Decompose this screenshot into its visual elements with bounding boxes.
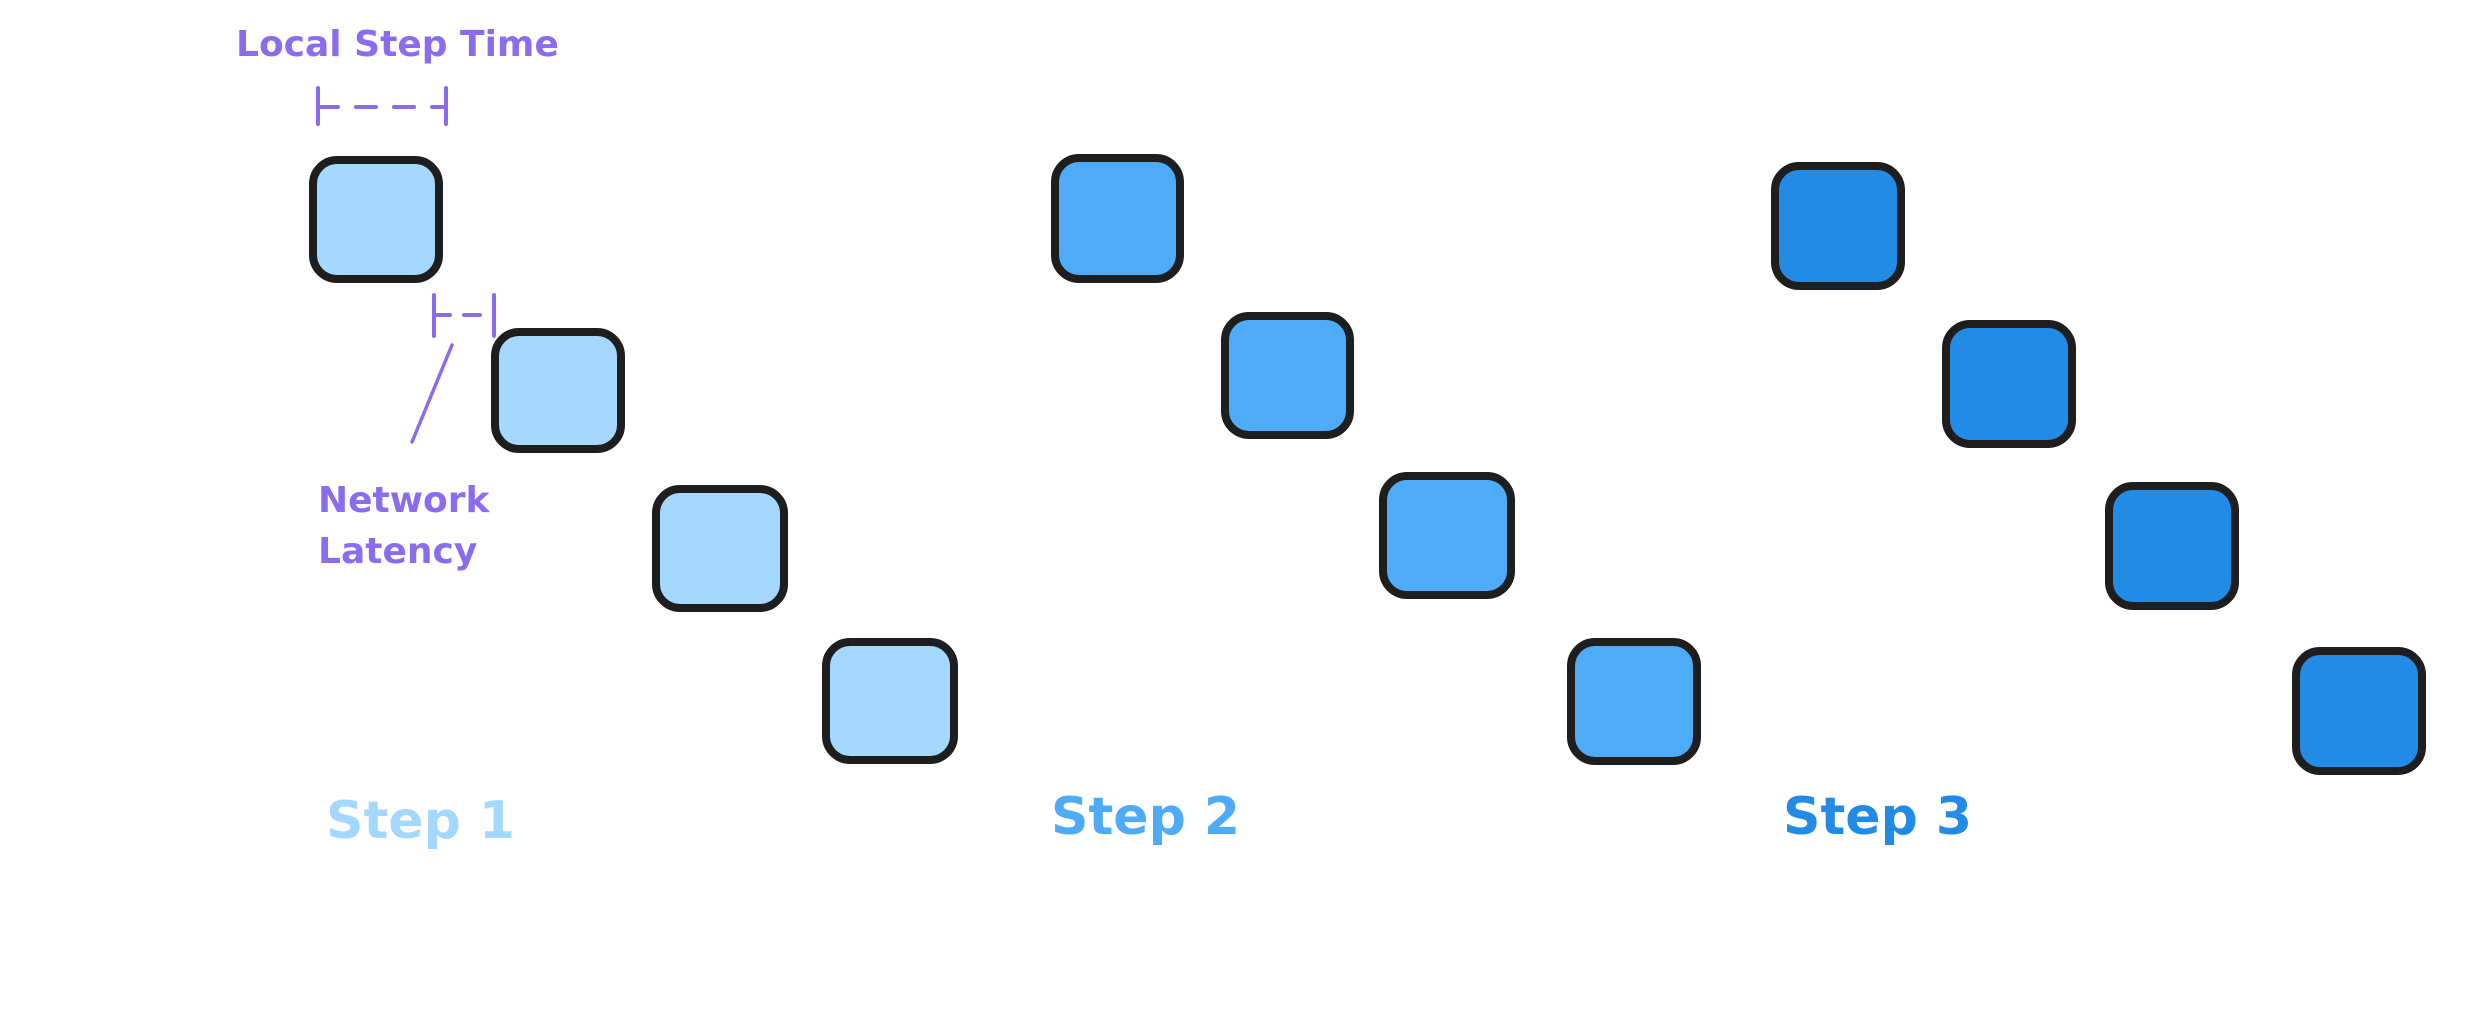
network-latency-label-line1: Network xyxy=(318,480,490,521)
step-1-block-1 xyxy=(309,156,443,283)
step-3-block-3 xyxy=(2105,482,2239,610)
step-1-label: Step 1 xyxy=(326,791,515,851)
local-step-time-marker xyxy=(316,86,448,126)
step-2-blocks xyxy=(1051,154,1701,765)
network-latency-label-line2: Latency xyxy=(318,531,477,572)
step-1-block-2 xyxy=(491,328,625,453)
network-latency-marker xyxy=(410,293,496,444)
step-2-block-4 xyxy=(1567,638,1701,765)
step-3-label: Step 3 xyxy=(1783,787,1972,847)
step-2-label: Step 2 xyxy=(1051,787,1240,847)
step-2-block-2 xyxy=(1221,312,1354,439)
step-3-block-1 xyxy=(1771,162,1905,290)
step-3-block-2 xyxy=(1942,320,2076,448)
step-1-blocks xyxy=(309,156,958,764)
step-2-block-1 xyxy=(1051,154,1184,283)
step-1-block-4 xyxy=(822,638,958,764)
step-1-block-3 xyxy=(652,485,788,612)
step-3-block-4 xyxy=(2292,647,2426,775)
step-3-blocks xyxy=(1771,162,2426,775)
step-2-block-3 xyxy=(1379,472,1515,599)
local-step-time-label: Local Step Time xyxy=(236,24,559,65)
